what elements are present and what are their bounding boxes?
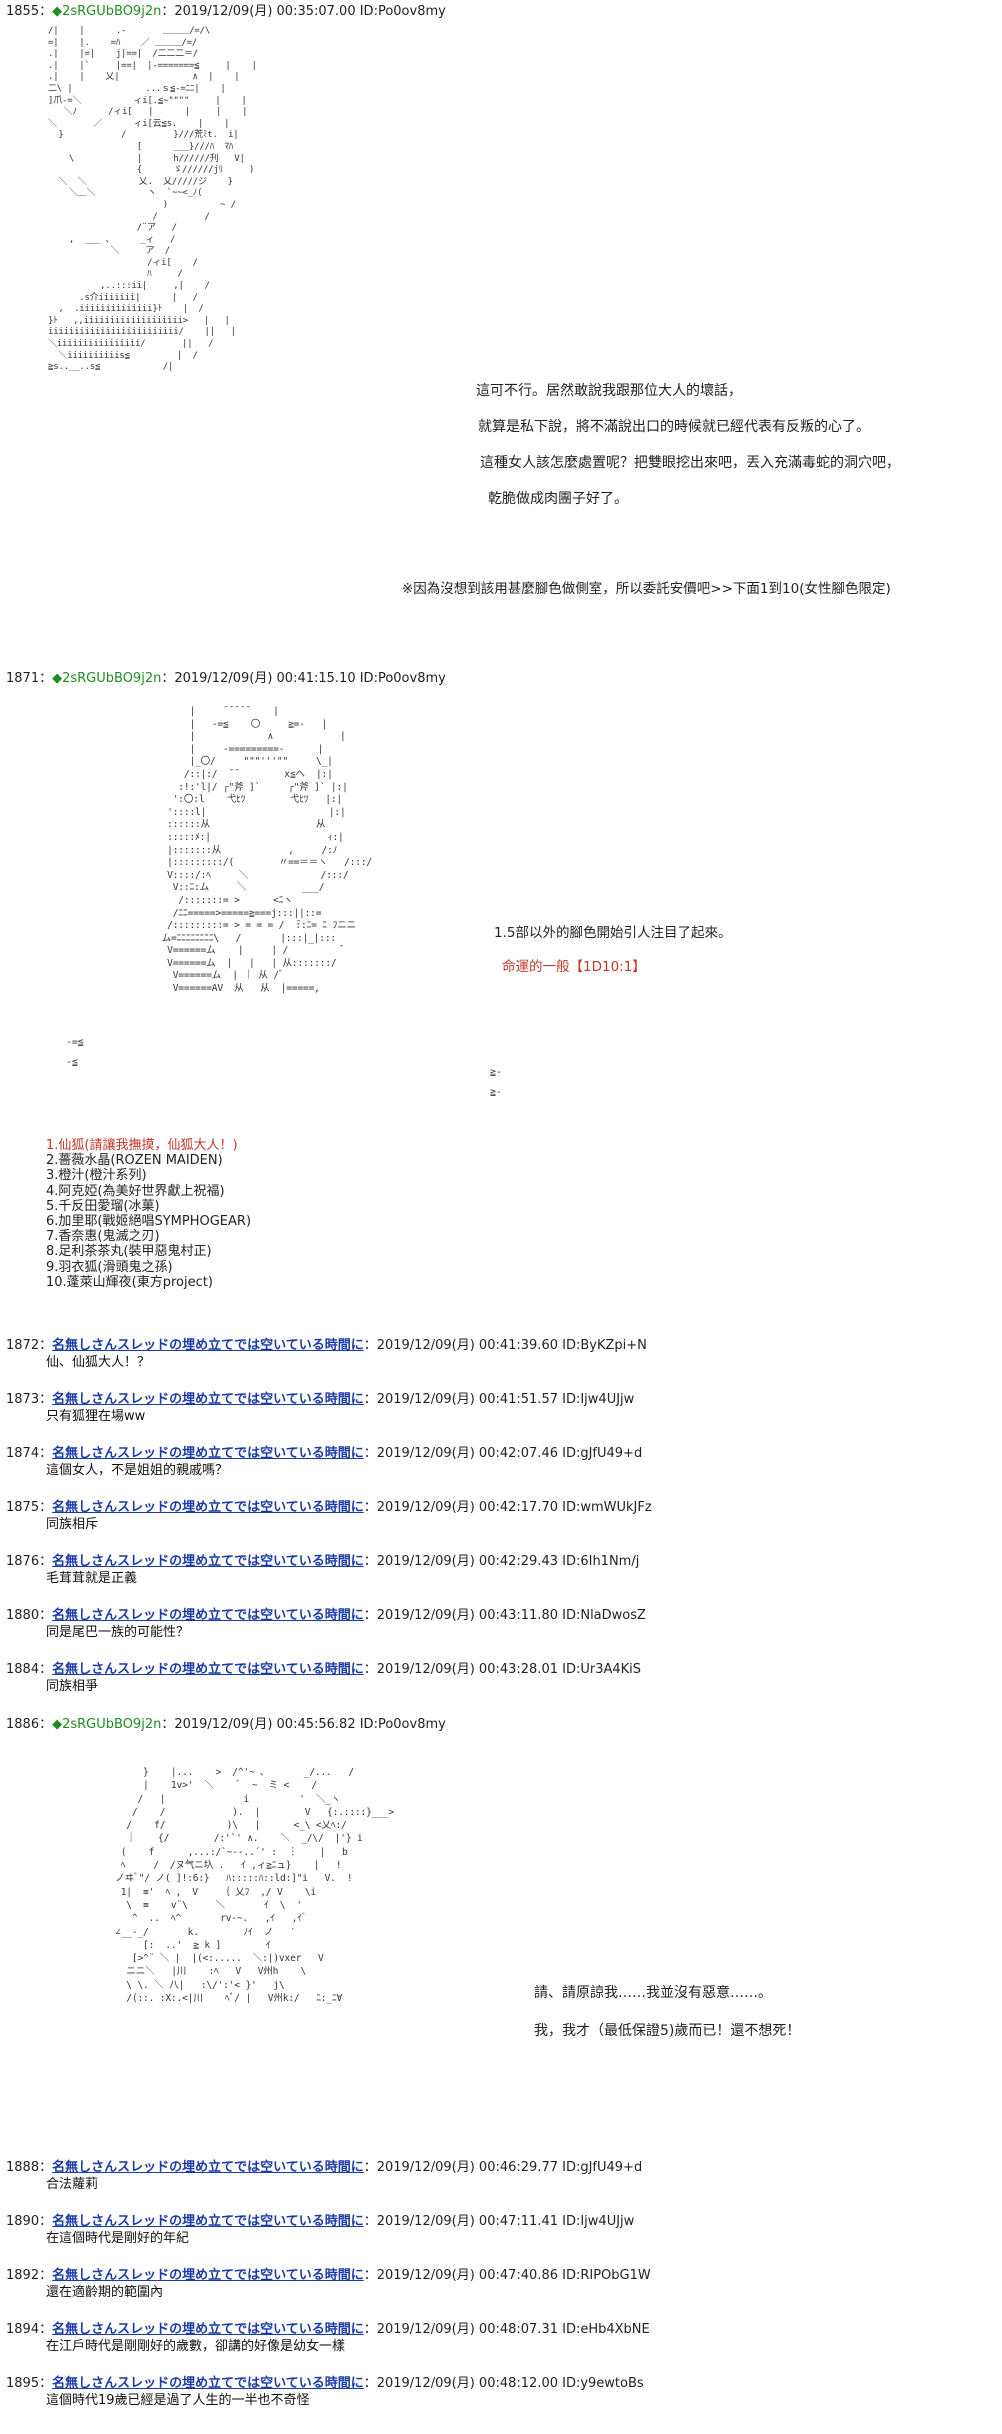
- post-number: 1884：: [6, 1662, 53, 1677]
- post-number: 1873：: [6, 1392, 53, 1407]
- post-meta: ：2019/12/09(月) 00:41:15.10 ID:Po0ov8my: [161, 671, 446, 686]
- list-item: 3.橙汁(橙汁系列): [46, 1168, 147, 1184]
- reply-header-1873: 1873：名無しさんスレッドの埋め立てでは空いている時間に：2019/12/09…: [6, 1392, 634, 1408]
- ascii-art-1871-right: ≧- ≧-: [490, 1067, 502, 1098]
- post-meta: ：2019/12/09(月) 00:41:39.60 ID:ByKZpi+N: [363, 1338, 647, 1353]
- reply-body: 還在適齡期的範圍內: [46, 2285, 164, 2300]
- narration-note: ※因為沒想到該用甚麼腳色做側室，所以委託安價吧>>下面1到10(女性腳色限定): [402, 581, 891, 597]
- poster-name-link[interactable]: 名無しさんスレッドの埋め立てでは空いている時間に: [52, 1554, 364, 1569]
- reply-body: 合法蘿莉: [46, 2177, 99, 2192]
- list-item: 8.足利茶茶丸(裝甲惡鬼村正): [46, 1244, 212, 1260]
- poster-name-link[interactable]: 名無しさんスレッドの埋め立てでは空いている時間に: [52, 2376, 364, 2391]
- post-meta: ：2019/12/09(月) 00:48:12.00 ID:y9ewtoBs: [363, 2376, 644, 2391]
- reply-body: 在江戶時代是剛剛好的歲數，卻講的好像是幼女一樣: [46, 2339, 346, 2354]
- post-number: 1880：: [6, 1608, 53, 1623]
- post-header-1886: 1886：◆2sRGUbBO9j2n：2019/12/09(月) 00:45:5…: [6, 1717, 446, 1733]
- reply-header-1894: 1894：名無しさんスレッドの埋め立てでは空いている時間に：2019/12/09…: [6, 2322, 650, 2338]
- reply-body: 同族相斥: [46, 1517, 99, 1532]
- post-meta: ：2019/12/09(月) 00:45:56.82 ID:Po0ov8my: [161, 1717, 446, 1732]
- ascii-art-1886: } |... > /^'~ ､ _/... / | 1v>' ＼ ﾞ ~ ミ <…: [115, 1767, 394, 2005]
- reply-header-1888: 1888：名無しさんスレッドの埋め立てでは空いている時間に：2019/12/09…: [6, 2160, 642, 2176]
- post-header-1871: 1871：◆2sRGUbBO9j2n：2019/12/09(月) 00:41:1…: [6, 671, 446, 687]
- reply-body: 這個時代19歲已經是過了人生的一半也不奇怪: [46, 2393, 310, 2408]
- ascii-art-1871-left: -=≦ -≦: [66, 1037, 84, 1068]
- post-number: 1892：: [6, 2268, 53, 2283]
- poster-name-link[interactable]: 名無しさんスレッドの埋め立てでは空いている時間に: [52, 2160, 364, 2175]
- post-meta: ：2019/12/09(月) 00:43:28.01 ID:Ur3A4KiS: [363, 1662, 642, 1677]
- poster-trip[interactable]: ◆2sRGUbBO9j2n: [52, 4, 162, 19]
- reply-header-1890: 1890：名無しさんスレッドの埋め立てでは空いている時間に：2019/12/09…: [6, 2214, 634, 2230]
- list-item: 6.加里耶(戰姬絕唱SYMPHOGEAR): [46, 1214, 252, 1230]
- narration-line: 就算是私下說，將不滿說出口的時候就已經代表有反叛的心了。: [478, 419, 870, 435]
- post-meta: ：2019/12/09(月) 00:41:51.57 ID:Ijw4UJjw: [363, 1392, 635, 1407]
- list-item: 9.羽衣狐(滑頭鬼之孫): [46, 1259, 173, 1275]
- post-number: 1894：: [6, 2322, 53, 2337]
- reply-body: 同是尾巴一族的可能性？: [46, 1625, 190, 1640]
- post-meta: ：2019/12/09(月) 00:48:07.31 ID:eHb4XbNE: [363, 2322, 650, 2337]
- poster-name-link[interactable]: 名無しさんスレッドの埋め立てでは空いている時間に: [52, 2214, 364, 2229]
- reply-header-1876: 1876：名無しさんスレッドの埋め立てでは空いている時間に：2019/12/09…: [6, 1554, 639, 1570]
- reply-header-1884: 1884：名無しさんスレッドの埋め立てでは空いている時間に：2019/12/09…: [6, 1662, 641, 1678]
- post-number: 1886：: [6, 1717, 53, 1732]
- reply-body: 仙、仙狐大人！？: [46, 1355, 151, 1370]
- narration-line: 我，我才（最低保證5)歲而已！還不想死！: [534, 2023, 801, 2039]
- poster-name-link[interactable]: 名無しさんスレッドの埋め立てでは空いている時間に: [52, 1662, 364, 1677]
- post-number: 1888：: [6, 2160, 53, 2175]
- reply-header-1892: 1892：名無しさんスレッドの埋め立てでは空いている時間に：2019/12/09…: [6, 2268, 651, 2284]
- reply-header-1872: 1872：名無しさんスレッドの埋め立てでは空いている時間に：2019/12/09…: [6, 1338, 647, 1354]
- reply-header-1895: 1895：名無しさんスレッドの埋め立てでは空いている時間に：2019/12/09…: [6, 2376, 644, 2392]
- post-meta: ：2019/12/09(月) 00:43:11.80 ID:NlaDwosZ: [363, 1608, 646, 1623]
- poster-name-link[interactable]: 名無しさんスレッドの埋め立てでは空いている時間に: [52, 1446, 364, 1461]
- narration-line: 這可不行。居然敢說我跟那位大人的壞話，: [476, 383, 742, 399]
- post-number: 1855：: [6, 4, 53, 19]
- list-item: 4.阿克婭(為美好世界獻上祝福): [46, 1183, 225, 1199]
- reply-body: 這個女人，不是姐姐的親戚嗎？: [46, 1463, 229, 1478]
- post-number: 1874：: [6, 1446, 53, 1461]
- reply-body: 同族相爭: [46, 1679, 99, 1694]
- list-item: 2.薔薇水晶(ROZEN MAIDEN): [46, 1153, 223, 1169]
- list-item: 5.千反田愛瑠(冰菓): [46, 1198, 160, 1214]
- list-item: 10.蓬萊山輝夜(東方project): [46, 1274, 213, 1290]
- poster-name-link[interactable]: 名無しさんスレッドの埋め立てでは空いている時間に: [52, 1500, 364, 1515]
- reply-body: 在這個時代是剛好的年紀: [46, 2231, 190, 2246]
- post-number: 1875：: [6, 1500, 53, 1515]
- post-number: 1876：: [6, 1554, 53, 1569]
- dice-roll-result: 命運的一般【1D10:1】: [502, 959, 646, 975]
- narration-line: 1.5部以外的腳色開始引人注目了起來。: [494, 925, 732, 941]
- post-meta: ：2019/12/09(月) 00:42:29.43 ID:6Ih1Nm/j: [363, 1554, 640, 1569]
- post-meta: ：2019/12/09(月) 00:46:29.77 ID:gJfU49+d: [363, 2160, 643, 2175]
- poster-name-link[interactable]: 名無しさんスレッドの埋め立てでは空いている時間に: [52, 1392, 364, 1407]
- reply-header-1875: 1875：名無しさんスレッドの埋め立てでは空いている時間に：2019/12/09…: [6, 1500, 652, 1516]
- post-number: 1871：: [6, 671, 53, 686]
- poster-trip[interactable]: ◆2sRGUbBO9j2n: [52, 1717, 162, 1732]
- post-number: 1895：: [6, 2376, 53, 2391]
- narration-line: 請、請原諒我……我並沒有惡意……。: [534, 1985, 772, 2001]
- poster-name-link[interactable]: 名無しさんスレッドの埋め立てでは空いている時間に: [52, 1608, 364, 1623]
- list-item: 1.仙狐(請讓我撫摸，仙狐大人！): [46, 1138, 238, 1153]
- reply-body: 只有狐狸在場ww: [46, 1409, 146, 1424]
- poster-name-link[interactable]: 名無しさんスレッドの埋め立てでは空いている時間に: [52, 2322, 364, 2337]
- reply-header-1874: 1874：名無しさんスレッドの埋め立てでは空いている時間に：2019/12/09…: [6, 1446, 642, 1462]
- poster-name-link[interactable]: 名無しさんスレッドの埋め立てでは空いている時間に: [52, 2268, 364, 2283]
- post-number: 1890：: [6, 2214, 53, 2229]
- poster-name-link[interactable]: 名無しさんスレッドの埋め立てでは空いている時間に: [52, 1338, 364, 1353]
- reply-header-1880: 1880：名無しさんスレッドの埋め立てでは空いている時間に：2019/12/09…: [6, 1608, 646, 1624]
- post-meta: ：2019/12/09(月) 00:42:07.46 ID:gJfU49+d: [363, 1446, 643, 1461]
- poster-trip[interactable]: ◆2sRGUbBO9j2n: [52, 671, 162, 686]
- ascii-art-1855: /| | .- ＿＿＿/=/\ =| |. =ﾊ ／ ＿＿＿/=/ .| |=|…: [48, 26, 257, 373]
- post-number: 1872：: [6, 1338, 53, 1353]
- post-meta: ：2019/12/09(月) 00:35:07.00 ID:Po0ov8my: [161, 4, 446, 19]
- post-meta: ：2019/12/09(月) 00:42:17.70 ID:wmWUkJFz: [363, 1500, 652, 1515]
- post-header-1855: 1855：◆2sRGUbBO9j2n：2019/12/09(月) 00:35:0…: [6, 4, 446, 20]
- candidate-list: 1.仙狐(請讓我撫摸，仙狐大人！) 2.薔薇水晶(ROZEN MAIDEN) 3…: [46, 1138, 251, 1290]
- reply-body: 毛茸茸就是正義: [46, 1571, 138, 1586]
- post-meta: ：2019/12/09(月) 00:47:40.86 ID:RIPObG1W: [363, 2268, 651, 2283]
- list-item: 7.香奈惠(鬼滅之刃): [46, 1229, 160, 1245]
- narration-line: 乾脆做成肉團子好了。: [488, 491, 628, 507]
- post-meta: ：2019/12/09(月) 00:47:11.41 ID:Ijw4UJjw: [363, 2214, 635, 2229]
- narration-line: 這種女人該怎麼處置呢？把雙眼挖出來吧，丟入充滿毒蛇的洞穴吧，: [480, 455, 900, 471]
- ascii-art-1871: | ̄ ̄ ̄ ̄ ̄ | | -=≦ 〇 ≧=- | | ∧ | | -===…: [161, 706, 373, 995]
